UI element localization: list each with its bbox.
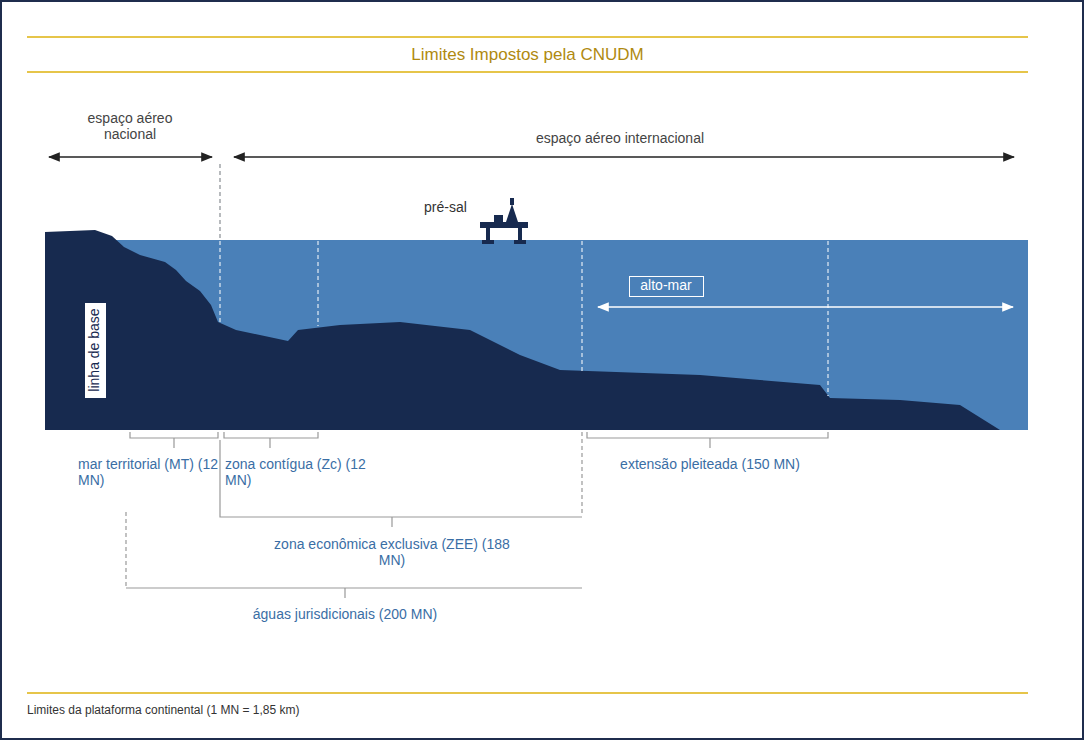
caption: Limites da plataforma continental (1 MN … [27, 704, 299, 718]
zone-label: extensão pleiteada (150 MN) [600, 456, 820, 472]
zone-label: mar territorial (MT) (12 MN) [78, 456, 228, 488]
oil-platform [480, 198, 528, 244]
baseline-label-box: linha de base [85, 303, 106, 398]
footer-rule [27, 692, 1028, 694]
baseline-label: linha de base [87, 308, 102, 391]
title-rule [27, 36, 1028, 38]
airspace-label: espaço aéreo nacional [60, 110, 200, 142]
airspace-label: espaço aéreo internacional [380, 130, 860, 146]
open-sea-arrow [598, 306, 1013, 308]
airspace-arrow [234, 156, 1014, 158]
zone-label: zona econômica exclusiva (ZEE) (188 MN) [272, 536, 512, 568]
boundary-lines [220, 164, 828, 396]
zone-label: zona contígua (Zc) (12 MN) [225, 456, 385, 488]
platform-label: pré-sal [424, 199, 484, 215]
brackets [126, 432, 828, 598]
airspace-arrow [49, 156, 212, 158]
open-sea-box: alto-mar [629, 276, 704, 297]
seabed [45, 230, 1000, 430]
boundary-lines [126, 164, 582, 588]
title-rule [27, 71, 1028, 73]
title: Limites Impostos pela CNUDM [27, 45, 1028, 65]
zone-label: águas jurisdicionais (200 MN) [245, 606, 445, 622]
open-sea-label: alto-mar [640, 278, 691, 293]
